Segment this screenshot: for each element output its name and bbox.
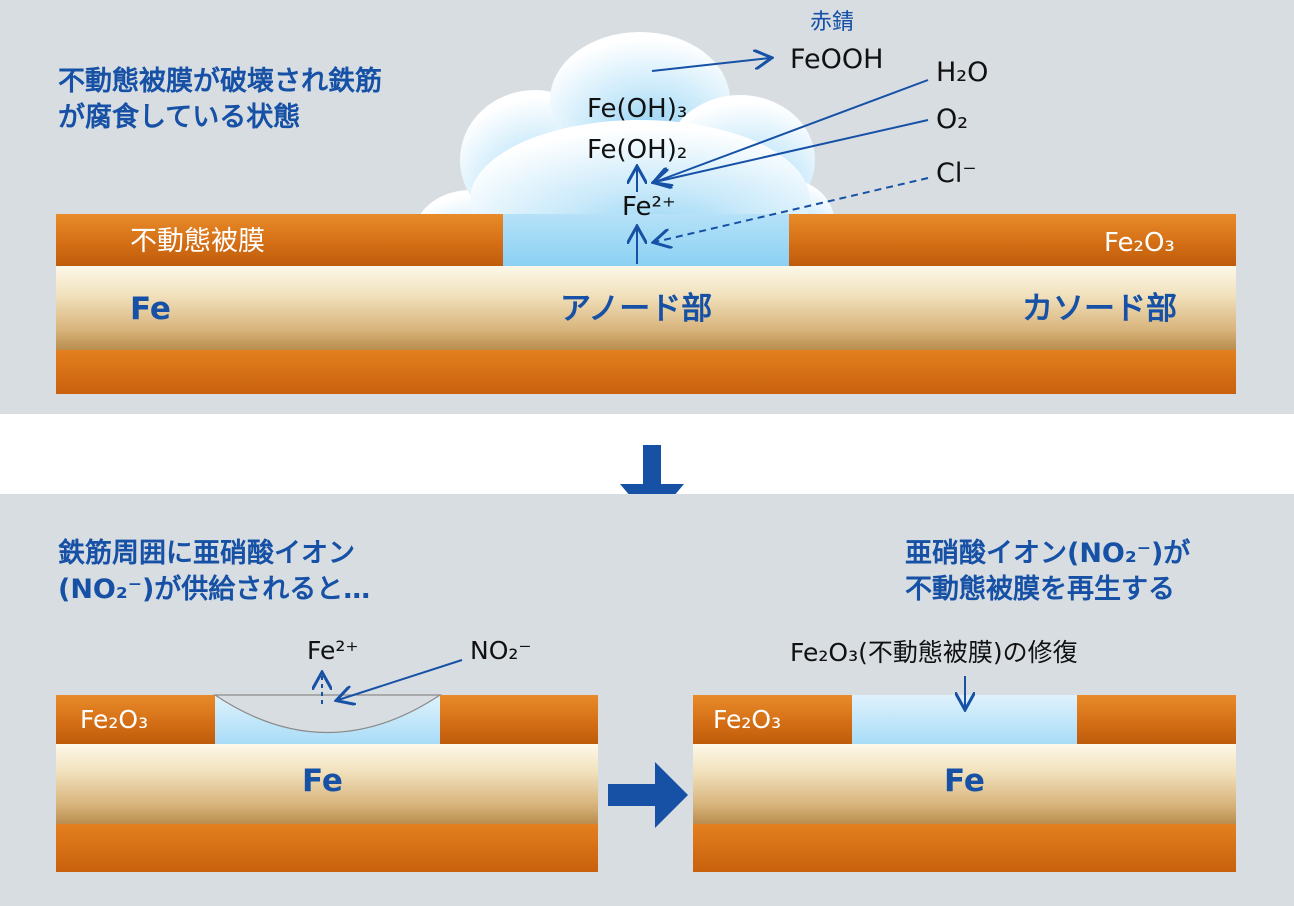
top-arrows — [0, 0, 929, 264]
bottom-right-title: 亜硝酸イオン(NO₂⁻)が 不動態被膜を再生する — [905, 536, 1190, 608]
br-passive-film-right — [1077, 695, 1236, 744]
bottom-left-title-line1: 鉄筋周囲に亜硝酸イオン — [58, 538, 355, 569]
bottom-left-title-line2: (NO₂⁻)が供給されると… — [58, 573, 371, 605]
iron-bar — [56, 266, 1236, 350]
bl-fe2plus-label: Fe²⁺ — [307, 636, 359, 665]
bl-passive-film-left — [56, 695, 215, 744]
fe-label-top: Fe — [130, 291, 171, 327]
arrow-from-cl — [655, 177, 929, 242]
top-title-line2: が腐食している状態 — [58, 101, 301, 133]
fe-oh3-label: Fe(OH)₃ — [587, 94, 688, 124]
br-fe-label: Fe — [944, 763, 985, 799]
bl-passive-film-right — [440, 695, 598, 744]
h2o-label: H₂O — [936, 57, 989, 88]
passive-film-right — [789, 214, 1236, 266]
cathode-label: カソード部 — [1022, 291, 1177, 327]
feooh-label: FeOOH — [790, 44, 884, 75]
o2-label: O₂ — [936, 104, 969, 135]
bl-iron-bar — [56, 744, 598, 824]
passive-film-left — [56, 214, 503, 266]
bottom-left-title: 鉄筋周囲に亜硝酸イオン (NO₂⁻)が供給されると… — [58, 536, 370, 608]
bottom-right-title-line2: 不動態被膜を再生する — [905, 573, 1175, 605]
bottom-right-title-line1: 亜硝酸イオン(NO₂⁻)が — [905, 538, 1191, 569]
bl-fe-label: Fe — [302, 763, 343, 799]
bl-iron-bar-bottom — [56, 824, 598, 872]
br-iron-bar — [693, 744, 1236, 824]
anode-label: アノード部 — [560, 291, 713, 327]
fe2plus-label-top: Fe²⁺ — [622, 192, 676, 222]
top-title-line1: 不動態被膜が破壊され鉄筋 — [58, 66, 382, 97]
br-iron-bar-bottom — [693, 824, 1236, 872]
fe-oh2-label: Fe(OH)₂ — [587, 135, 688, 165]
iron-bar-bottom — [56, 350, 1236, 394]
bl-fe2o3-label: Fe₂O₃ — [80, 705, 149, 734]
top-title: 不動態被膜が破壊され鉄筋 が腐食している状態 — [58, 64, 382, 136]
passive-film-label: 不動態被膜 — [130, 226, 265, 257]
rust-label: 赤錆 — [810, 10, 855, 35]
cl-label: Cl⁻ — [936, 158, 977, 189]
bl-arrow-from-no2 — [338, 659, 463, 700]
br-passive-film-left — [693, 695, 852, 744]
bl-no2-label: NO₂⁻ — [470, 636, 532, 665]
arrow-from-h2o — [655, 79, 929, 182]
br-repair-label: Fe₂O₃(不動態被膜)の修復 — [790, 638, 1078, 667]
fe2o3-label-top: Fe₂O₃ — [1104, 228, 1175, 258]
arrow-to-feooh — [651, 58, 770, 72]
br-fe2o3-label: Fe₂O₃ — [713, 705, 782, 734]
arrow-from-o2 — [655, 119, 929, 182]
